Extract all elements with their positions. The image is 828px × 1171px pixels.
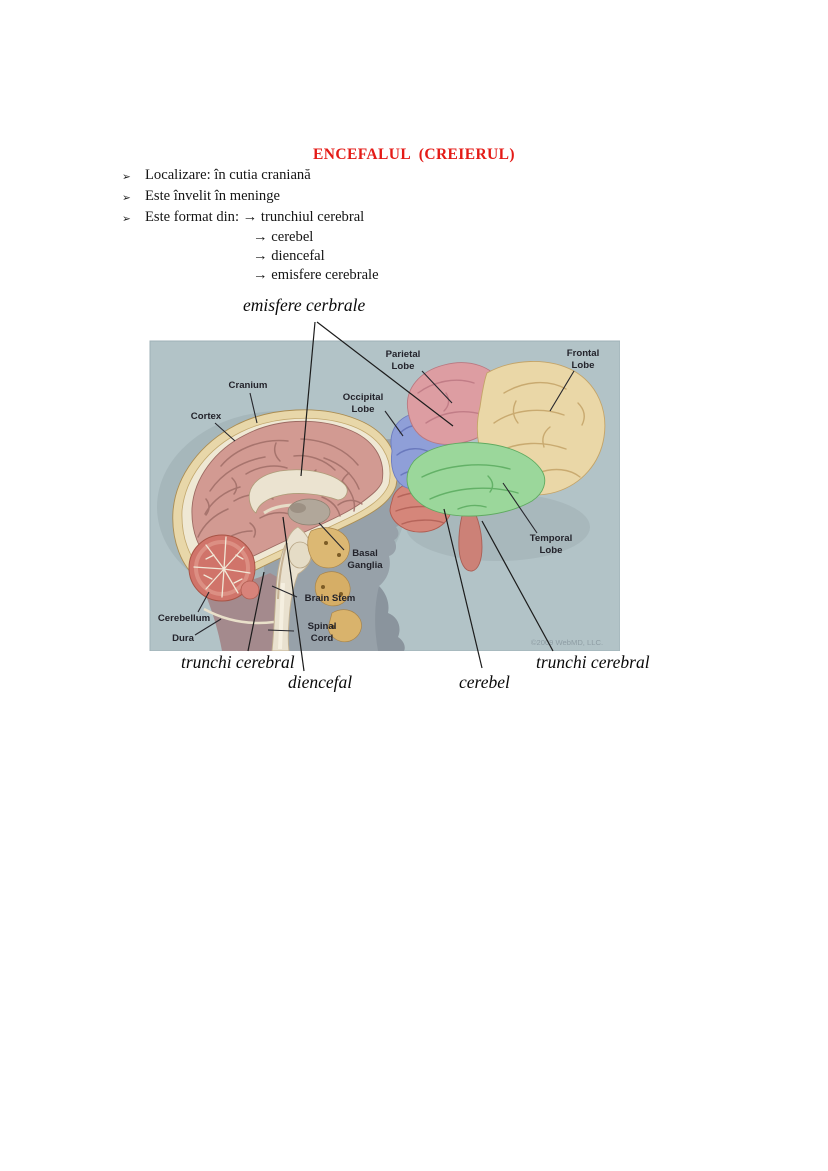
label-parietal-lobe-2: Lobe <box>392 361 415 372</box>
webmd-watermark: ©2009 WebMD, LLC. <box>531 638 603 647</box>
facial-bones <box>307 527 362 643</box>
list-item-text: Este format din: → trunchiul cerebral <box>145 208 365 225</box>
head-cross-section <box>157 409 405 652</box>
label-basal-ganglia: Basal <box>352 548 378 559</box>
label-occipital-lobe: Occipital <box>343 392 384 403</box>
cerebellum-arbor <box>193 536 251 598</box>
label-temporal-lobe-2: Lobe <box>540 545 563 556</box>
list-subitem: → cerebel <box>122 228 379 247</box>
list-item: ➢ Localizare: în cutia craniană <box>122 166 379 187</box>
label-dura: Dura <box>172 633 195 644</box>
label-parietal-lobe: Parietal <box>386 349 421 360</box>
list-subitem-text: → emisfere cerebrale <box>253 266 379 283</box>
label-brain-stem: Brain Stem <box>305 593 356 604</box>
neck-shadow <box>375 586 405 651</box>
brain-figure-svg: Cranium Cortex Parietal Lobe Occipital L… <box>149 340 621 652</box>
annotation-emisfere-cerebrale: emisfere cerbrale <box>243 295 366 315</box>
annotation-trunchi-cerebral-right: trunchi cerebral <box>536 652 650 672</box>
label-cerebellum: Cerebellum <box>158 613 210 624</box>
label-basal-ganglia-2: Ganglia <box>347 560 383 571</box>
arrow-bullet-icon: ➢ <box>122 191 131 204</box>
annotation-cerebel: cerebel <box>459 672 510 692</box>
label-cranium: Cranium <box>229 380 268 391</box>
dura-pointer-line <box>194 618 222 636</box>
hypothalamus-shape <box>290 503 306 513</box>
list-subitem-text: → cerebel <box>253 229 314 246</box>
cerebellar-tonsil <box>240 580 260 600</box>
list-item-text: Localizare: în cutia craniană <box>145 167 311 183</box>
bullet-list: ➢ Localizare: în cutia craniană ➢ Este î… <box>122 166 379 285</box>
list-item: ➢ Este format din: → trunchiul cerebral <box>122 208 379 229</box>
list-subitem-text: → diencefal <box>253 248 325 265</box>
label-frontal-lobe-2: Lobe <box>572 360 595 371</box>
list-subitem: → diencefal <box>122 247 379 266</box>
arrow-bullet-icon: ➢ <box>122 212 131 225</box>
label-temporal-lobe: Temporal <box>530 533 572 544</box>
list-item-text: Este învelit în meninge <box>145 187 280 204</box>
dura-membrane-line <box>203 607 275 625</box>
cranium-pointer-line <box>249 392 258 424</box>
cerebellum-shape <box>188 534 256 602</box>
list-item: ➢ Este învelit în meninge <box>122 187 379 208</box>
temporal-lobe-shape <box>406 442 546 517</box>
corpus-callosum-shape <box>248 469 348 514</box>
temporal-gyri <box>421 464 519 510</box>
basal-ganglia-pointer-line <box>318 522 345 551</box>
frontal-pointer-line <box>549 370 575 412</box>
page-title: ENCEFALUL (CREIERUL) <box>313 146 515 163</box>
label-spinal-cord-2: Cord <box>311 633 334 644</box>
arrow-bullet-icon: ➢ <box>122 171 131 183</box>
brain-anatomy-figure: Cranium Cortex Parietal Lobe Occipital L… <box>146 331 621 652</box>
label-cortex: Cortex <box>191 411 222 422</box>
label-spinal-cord: Spinal <box>308 621 337 632</box>
lateral-brain <box>389 361 606 572</box>
annotation-trunchi-cerebral-left: trunchi cerebral <box>181 652 295 672</box>
list-subitem: → emisfere cerebrale <box>122 266 379 285</box>
label-frontal-lobe: Frontal <box>567 348 600 359</box>
cerebellum-pointer-line <box>197 591 210 613</box>
label-occipital-lobe-2: Lobe <box>352 404 375 415</box>
cortex-pointer-line <box>214 422 236 442</box>
annotation-diencefal: diencefal <box>288 672 353 692</box>
